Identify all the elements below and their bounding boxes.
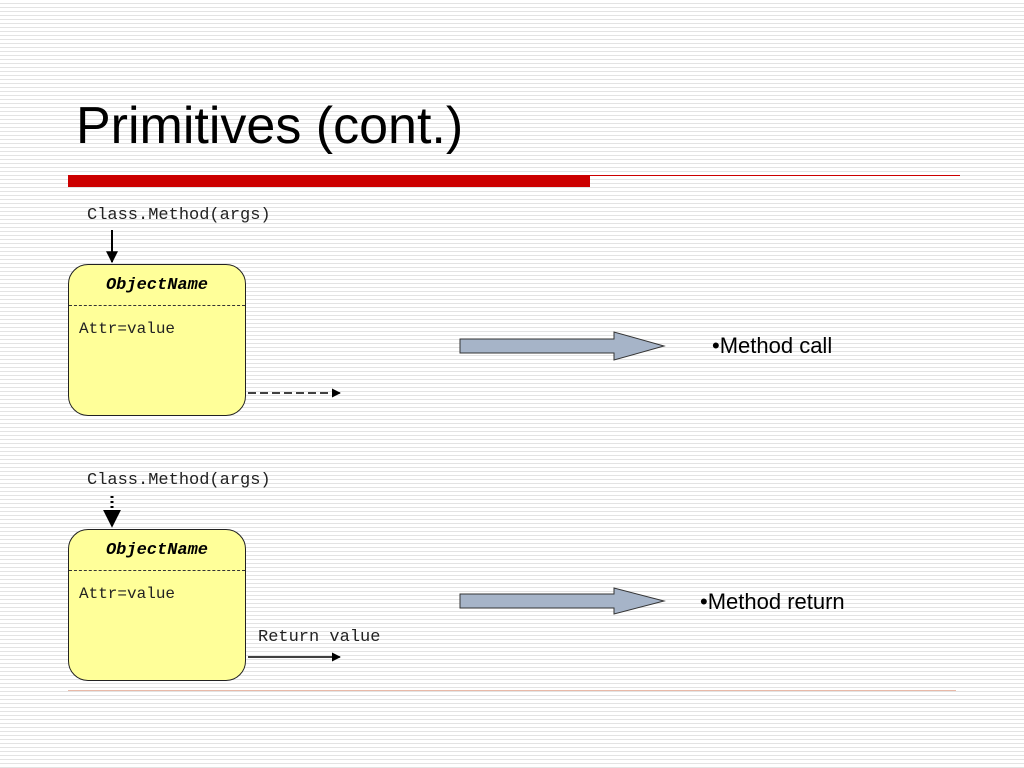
object-box-return: ObjectName Attr=value: [68, 529, 246, 681]
return-signature-label: Class.Method(args): [87, 471, 271, 490]
method-return-bullet: •Method return: [700, 589, 845, 614]
object-name: ObjectName: [105, 541, 209, 560]
object-attribute: Attr=value: [79, 585, 176, 603]
call-signature-label: Class.Method(args): [87, 206, 271, 225]
object-attribute: Attr=value: [79, 320, 176, 338]
method-call-bullet: •Method call: [712, 333, 833, 358]
object-separator: [69, 305, 245, 306]
object-separator: [69, 570, 245, 571]
object-name: ObjectName: [105, 276, 209, 295]
title-underline-thick: [68, 175, 590, 187]
return-value-label: Return value: [258, 628, 381, 647]
footer-divider: [68, 690, 956, 691]
slide-title: Primitives (cont.): [76, 97, 464, 155]
title-underline-thin: [590, 175, 960, 176]
method-call-block-arrow: [459, 331, 666, 361]
method-return-block-arrow: [459, 587, 666, 615]
object-box-call: ObjectName Attr=value: [68, 264, 246, 416]
